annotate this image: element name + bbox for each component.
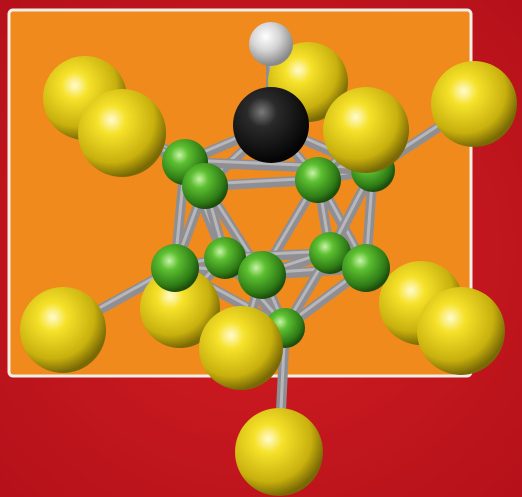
halogen-atom [199,306,283,390]
boron-atom [342,244,390,292]
bond-b1-b4 [180,157,378,175]
halogen-atom [431,61,517,147]
halogen-atom [20,287,106,373]
boron-atom [295,157,341,203]
boron-atom [238,251,286,299]
halogen-atom [78,89,166,177]
carbon-atom [233,87,309,163]
halogen-atom [323,87,409,173]
boron-atom [151,244,199,292]
hydrogen-atom [249,22,293,66]
atom-layer [20,22,517,496]
halogen-atom [417,287,505,375]
bond-highlight [183,158,375,170]
boron-atom [182,163,228,209]
boron-atom [204,237,246,279]
halogen-atom [235,408,323,496]
boron-atom [309,232,351,274]
halogen-atom [140,268,220,348]
